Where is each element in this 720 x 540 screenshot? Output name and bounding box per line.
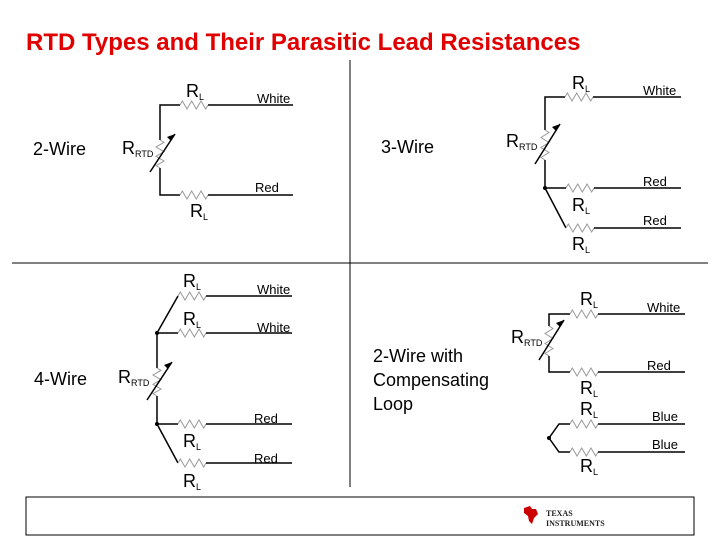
wire-label: White	[257, 320, 290, 335]
lead-resistor-icon	[177, 419, 207, 429]
arrow-head-icon	[556, 320, 564, 327]
ti-logo-icon	[524, 506, 538, 524]
wire-label: White	[257, 282, 290, 297]
resistor-label: RRTD	[511, 327, 543, 348]
lead-resistor-icon	[177, 328, 207, 338]
lead-resistor-icon	[565, 183, 595, 193]
wire	[159, 168, 180, 196]
rtd-resistor-icon	[152, 367, 162, 397]
circuits: RRTDRLRLRRTDRLRLRLRRTDRLRLRLRLRRTDRLRLRL…	[118, 73, 685, 492]
arrow-head-icon	[164, 362, 172, 369]
wire	[156, 423, 179, 464]
resistor-label: RL	[190, 201, 208, 222]
logo-text: TEXAS	[546, 509, 573, 518]
rtd-resistor-icon	[155, 139, 165, 169]
lead-resistor-icon	[569, 419, 599, 429]
junction-dot	[547, 436, 551, 440]
resistor-label: RL	[572, 195, 590, 216]
wire-label: Red	[254, 411, 278, 426]
wire	[544, 160, 566, 189]
label-compensating-1: 2-Wire with	[373, 346, 463, 366]
arrow-head-icon	[167, 134, 175, 141]
resistor-label: RL	[572, 73, 590, 94]
resistor-label: RRTD	[118, 367, 150, 388]
resistor-label: RRTD	[122, 138, 154, 159]
lead-resistor-icon	[564, 92, 594, 102]
wire-label: Blue	[652, 437, 678, 452]
lead-resistor-icon	[565, 223, 595, 233]
wire	[548, 313, 570, 326]
arrow-head-icon	[552, 124, 560, 131]
rtd-resistor-icon	[540, 129, 550, 161]
resistor-label: RL	[183, 271, 201, 292]
wire-label: Red	[255, 180, 279, 195]
wire-label: Red	[647, 358, 671, 373]
wire	[548, 356, 570, 373]
wire-label: Red	[643, 174, 667, 189]
lead-resistor-icon	[177, 458, 207, 468]
footer-box	[25, 496, 695, 536]
wire-label: White	[257, 91, 290, 106]
lead-resistor-icon	[179, 100, 209, 110]
label-4-wire: 4-Wire	[34, 369, 87, 389]
resistor-label: RL	[183, 431, 201, 452]
resistor-label: RL	[580, 289, 598, 310]
lead-resistor-icon	[177, 291, 207, 301]
label-3-wire: 3-Wire	[381, 137, 434, 157]
resistor-label: RL	[580, 399, 598, 420]
wire-label: White	[647, 300, 680, 315]
resistor-label: RL	[572, 234, 590, 255]
wire-label: White	[643, 83, 676, 98]
wire	[544, 187, 567, 229]
label-compensating-3: Loop	[373, 394, 413, 414]
resistor-label: RRTD	[506, 131, 538, 152]
label-compensating-2: Compensating	[373, 370, 489, 390]
wire	[548, 423, 570, 453]
wire	[159, 104, 180, 140]
wire	[155, 295, 179, 334]
rtd-resistor-icon	[544, 325, 554, 357]
resistor-label: RL	[580, 378, 598, 399]
resistor-label: RL	[186, 81, 204, 102]
wire-label: Red	[643, 213, 667, 228]
label-2-wire: 2-Wire	[33, 139, 86, 159]
resistor-label: RL	[183, 471, 201, 492]
lead-resistor-icon	[179, 190, 209, 200]
resistor-label: RL	[183, 309, 201, 330]
resistor-label: RL	[580, 456, 598, 477]
lead-resistor-icon	[569, 367, 599, 377]
wire-label: Blue	[652, 409, 678, 424]
logo-text: INSTRUMENTS	[546, 519, 605, 528]
ti-logo: TEXAS INSTRUMENTS	[524, 506, 605, 528]
slide-title: RTD Types and Their Parasitic Lead Resis…	[26, 29, 580, 56]
wire	[544, 96, 565, 130]
lead-resistor-icon	[569, 309, 599, 319]
wire	[156, 396, 178, 425]
lead-resistor-icon	[569, 447, 599, 457]
